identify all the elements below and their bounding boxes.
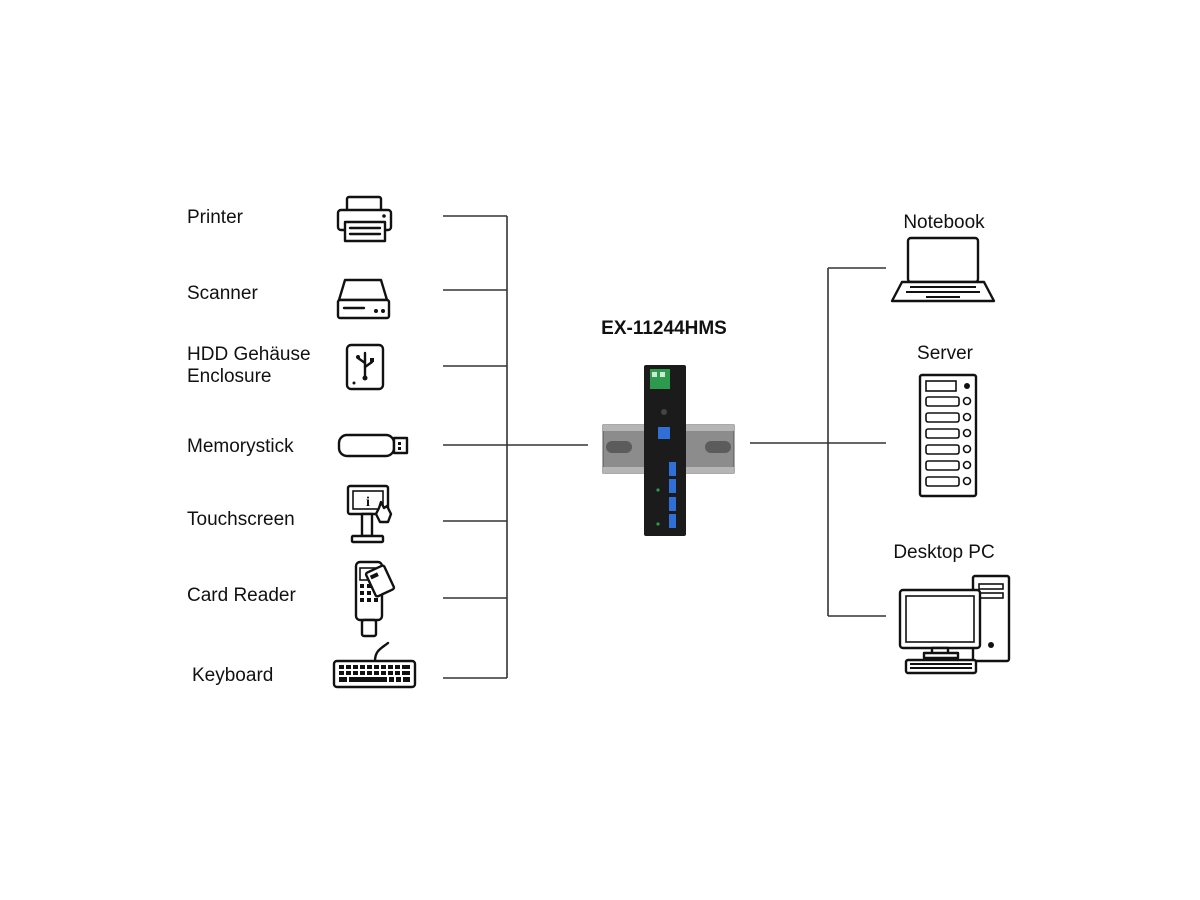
hub-body (644, 365, 686, 536)
desktop-pc-icon (898, 574, 1011, 675)
peripheral-connectors (443, 215, 588, 679)
label-memorystick: Memorystick (187, 436, 294, 457)
hub-usb-port-3 (669, 497, 676, 511)
label-card-reader: Card Reader (187, 585, 296, 606)
usb-stick-icon (337, 433, 409, 458)
label-notebook: Notebook (903, 212, 985, 233)
label-hdd-line2: Enclosure (187, 366, 272, 387)
host-labels: Notebook Server Desktop PC (893, 212, 994, 563)
keyboard-icon (332, 641, 417, 689)
printer-icon (336, 195, 393, 243)
hub-usb-port-4 (669, 514, 676, 528)
label-keyboard: Keyboard (192, 665, 273, 686)
label-hdd-line1: HDD Gehäuse (187, 344, 311, 365)
hub-usb-port-1 (669, 462, 676, 476)
svg-text:i: i (366, 495, 370, 510)
label-scanner: Scanner (187, 283, 258, 304)
device-title: EX-11244HMS (601, 318, 727, 339)
label-server: Server (917, 343, 974, 364)
usb-hdd-icon (345, 343, 385, 391)
hub-upstream-port (658, 427, 670, 439)
usb-hub-device: EX-11244HMS (601, 318, 735, 536)
label-touchscreen: Touchscreen (187, 509, 295, 530)
host-connectors (750, 267, 886, 617)
peripheral-labels: Printer Scanner HDD Gehäuse Enclosure Me… (187, 207, 311, 686)
touchscreen-kiosk-icon: i (346, 484, 393, 544)
label-printer: Printer (187, 207, 244, 228)
notebook-icon (890, 236, 996, 303)
label-desktop-pc: Desktop PC (893, 542, 994, 563)
hub-usb-port-2 (669, 479, 676, 493)
scanner-icon (336, 278, 391, 320)
server-icon (918, 373, 978, 498)
card-reader-icon (354, 560, 396, 638)
